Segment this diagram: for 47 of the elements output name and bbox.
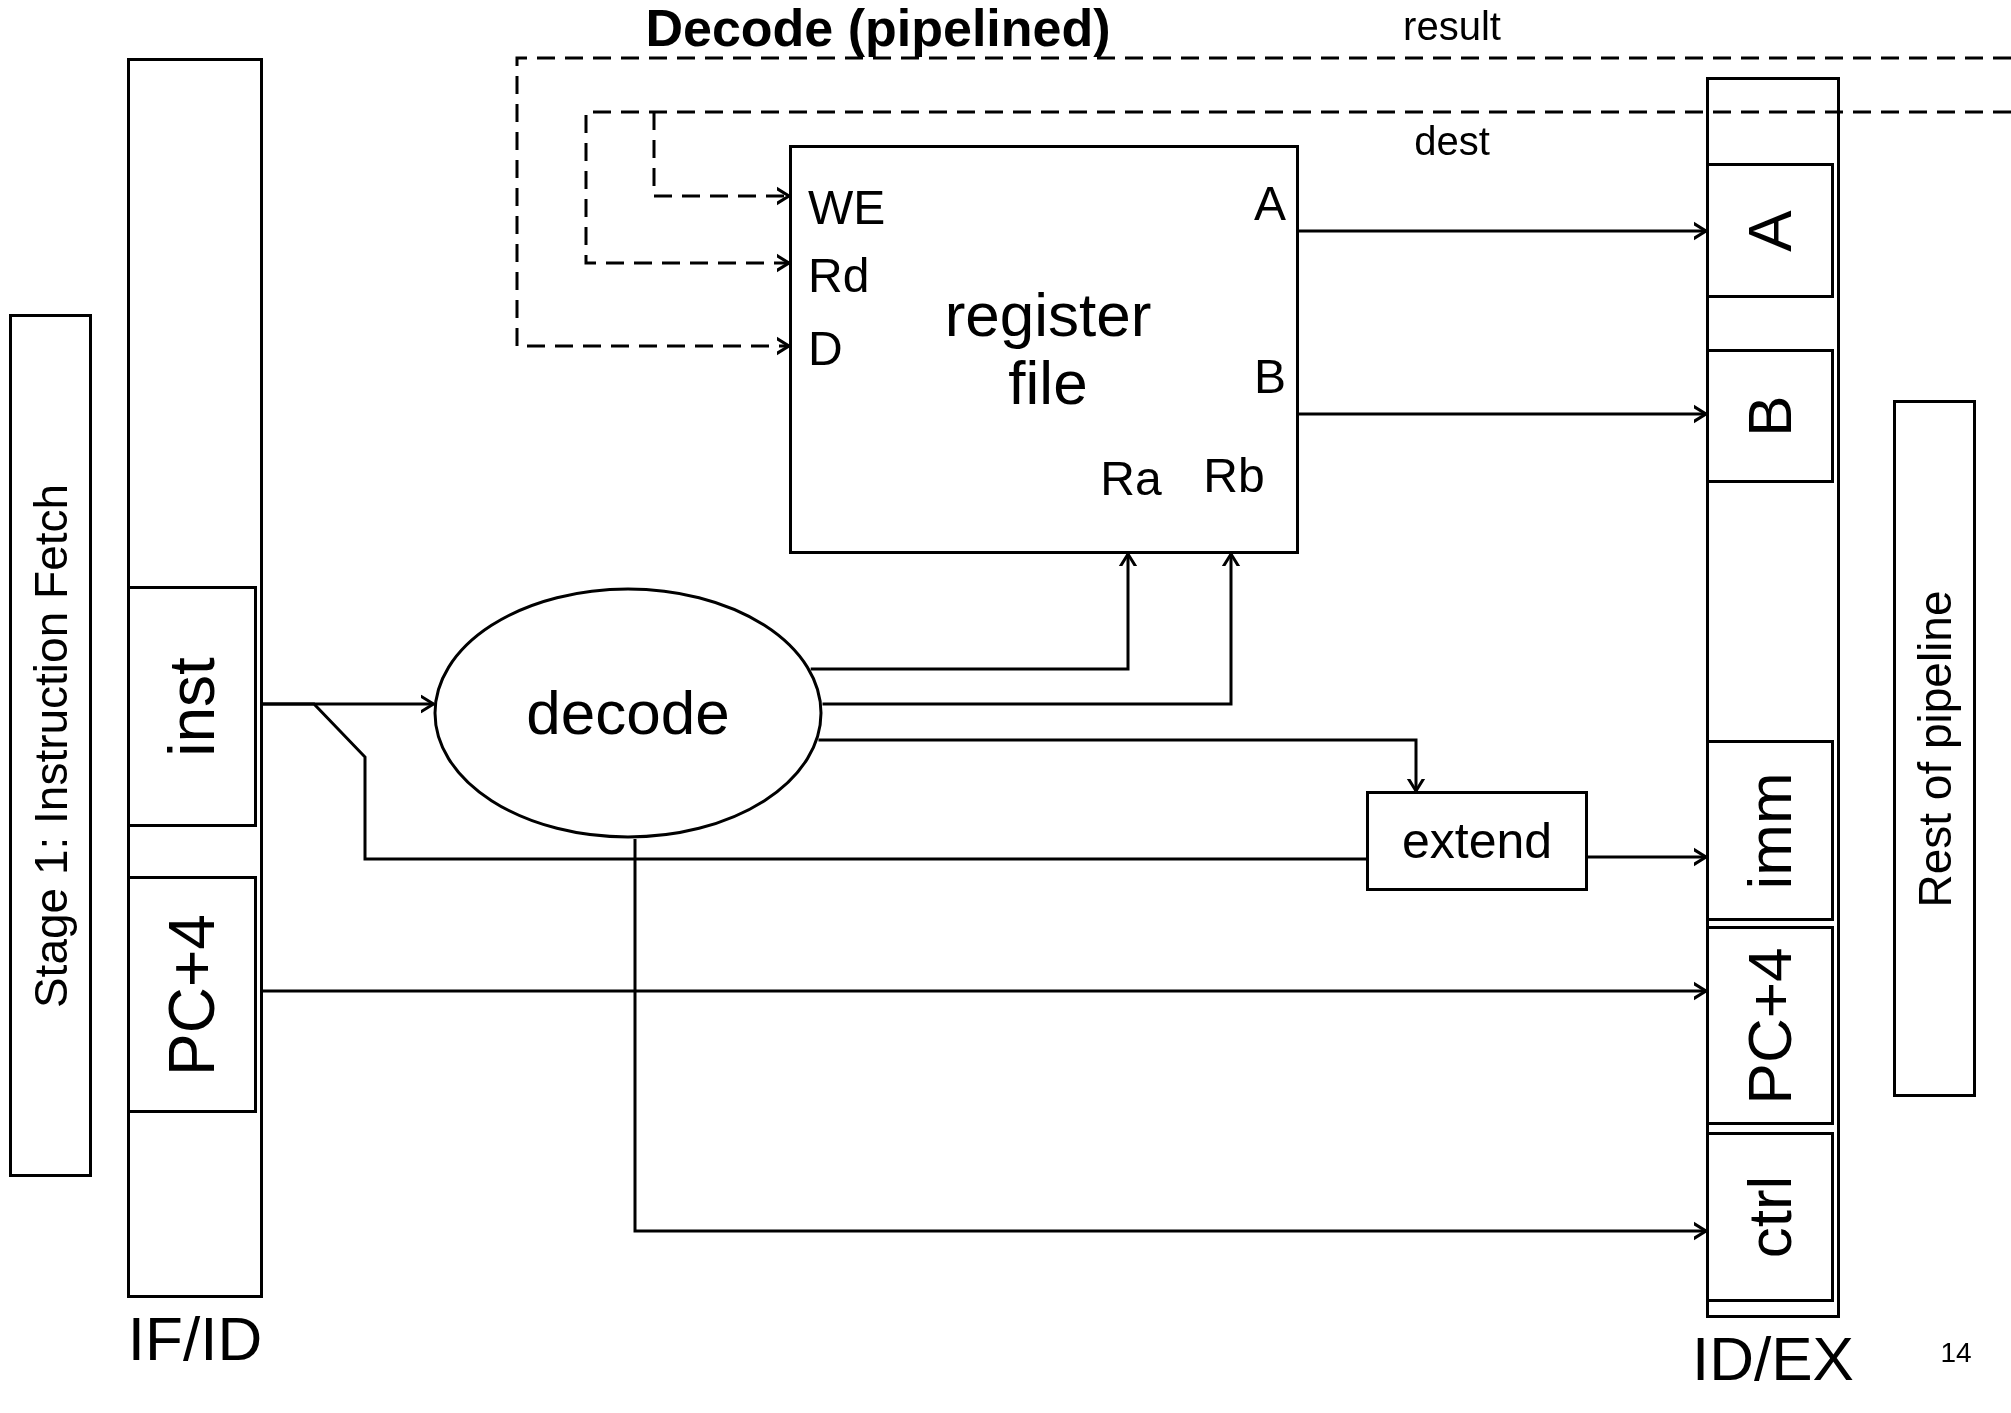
arrow bbox=[822, 552, 1241, 706]
arrow bbox=[1299, 404, 1708, 424]
vertical-label: inst bbox=[156, 656, 228, 757]
vertical-label: A bbox=[1735, 209, 1805, 252]
vertical-label: PC+4 bbox=[156, 913, 228, 1076]
block-label: decode bbox=[526, 678, 730, 748]
register-field bbox=[127, 876, 257, 1113]
arrow bbox=[633, 838, 1708, 1241]
block-label: extend bbox=[1401, 813, 1553, 869]
extend-box bbox=[1366, 791, 1588, 891]
register-file-block bbox=[789, 145, 1299, 554]
port-label: B bbox=[1254, 350, 1286, 404]
register-name: ID/EX bbox=[1692, 1325, 1854, 1394]
vertical-label: imm bbox=[1735, 771, 1805, 890]
stage-box bbox=[1893, 400, 1976, 1097]
vertical-label: Rest of pipeline bbox=[1909, 589, 1960, 908]
port-label: Rb bbox=[1203, 449, 1265, 503]
register-field bbox=[1706, 740, 1834, 921]
dashed-arrow bbox=[515, 56, 2011, 356]
register-field bbox=[1706, 163, 1834, 298]
slide-title: Decode (pipelined) bbox=[645, 0, 1111, 58]
arrow bbox=[810, 552, 1138, 671]
port-label: A bbox=[1254, 177, 1286, 231]
wire bbox=[263, 702, 1366, 861]
page-number: 14 bbox=[1940, 1337, 1972, 1369]
port-label: D bbox=[808, 322, 843, 376]
vertical-label: Stage 1: Instruction Fetch bbox=[25, 483, 76, 1008]
register-field bbox=[1706, 926, 1834, 1125]
vertical-label: ctrl bbox=[1735, 1175, 1805, 1259]
block-label: register file bbox=[943, 280, 1153, 418]
arrow bbox=[263, 981, 1708, 1001]
dashed-arrow bbox=[652, 112, 791, 206]
vertical-label: B bbox=[1735, 395, 1805, 437]
arrow bbox=[818, 738, 1426, 793]
vertical-label: PC+4 bbox=[1735, 947, 1805, 1104]
register-field bbox=[1706, 1132, 1834, 1302]
register-name: IF/ID bbox=[127, 1305, 263, 1374]
arrow bbox=[1588, 847, 1708, 867]
port-label: Ra bbox=[1100, 452, 1162, 506]
port-label: WE bbox=[808, 181, 886, 235]
register-field bbox=[127, 586, 257, 827]
decode-ellipse bbox=[433, 587, 823, 839]
dashed-arrow bbox=[584, 110, 2011, 273]
port-label: Rd bbox=[808, 249, 870, 303]
stage-box bbox=[9, 314, 92, 1177]
register-field bbox=[1706, 349, 1834, 483]
arrow bbox=[1299, 221, 1708, 241]
